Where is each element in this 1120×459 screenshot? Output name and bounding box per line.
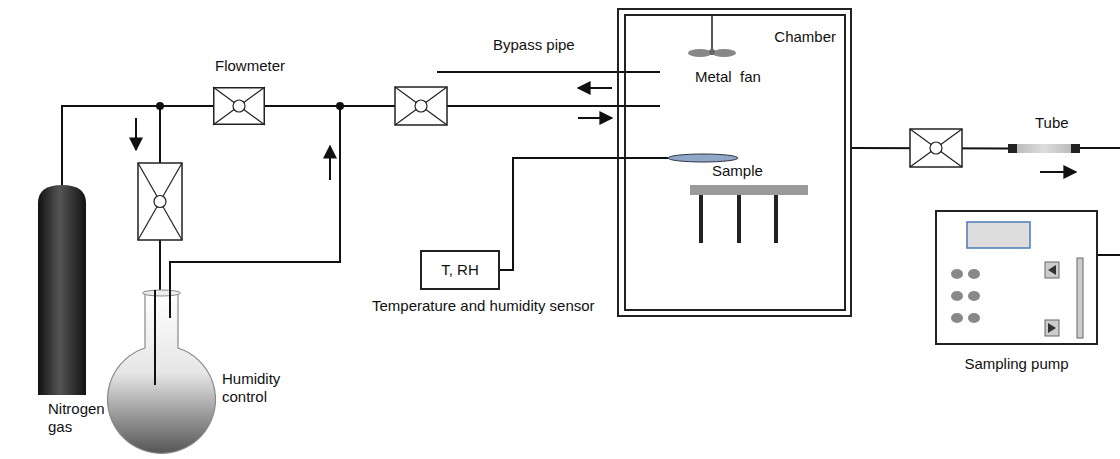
table-leg [699,195,703,243]
outlet-pipe [1080,147,1120,149]
fan-blade [688,49,712,57]
flow-arrow [578,87,612,89]
junction-dot [336,102,344,110]
node-label: T, RH [422,261,498,279]
fan-shaft [711,16,713,52]
flowmeter-symbol [138,163,182,240]
flow-arrow [1040,171,1076,173]
part-label: Sample [712,162,763,180]
flow-arrow [329,146,331,180]
node-label: Tube [1035,114,1069,132]
node-label: Humidity control [222,370,302,406]
fan-blade [712,49,736,57]
flowmeter-symbol [395,87,447,125]
node-caption: Temperature and humidity sensor [372,297,595,315]
sampling-tube: Tube [1008,144,1080,153]
node-label: Nitrogen gas [48,400,114,436]
pipe-connector [500,158,617,270]
flowmeter-symbol-shape [213,87,265,125]
sensor-wire [617,157,668,159]
node-label: Flowmeter [215,57,285,75]
flowmeter-symbol: Flowmeter [213,87,265,125]
flowmeter-symbol [910,129,962,167]
gas-cylinder: Nitrogen gas [38,185,86,395]
junction-dot [156,102,164,110]
sensor-probe [668,154,738,162]
sampling-pump: Sampling pump [935,210,1098,345]
table-leg [737,195,741,243]
part-label: Metal fan [695,68,761,86]
humidity-flask: Humidity control [105,290,215,450]
sample-plate [690,185,808,195]
table-leg [774,195,778,243]
pump-hose [1098,254,1120,256]
chamber-inner-wall [625,15,845,310]
pipe-connector [170,106,617,290]
inlet-pipe [617,105,660,107]
flow-arrow [578,117,612,119]
pipe-label: Bypass pipe [493,36,575,54]
gas-cylinder-shape [38,185,86,395]
fan-hub [709,49,715,55]
flow-arrow [135,118,137,150]
sampling-pump-shape [937,212,1100,347]
bypass-pipe [437,71,660,73]
node-label: Chamber [774,28,836,46]
node-label: Sampling pump [937,355,1096,373]
humidity-flask-shape [105,290,215,450]
sensor-box: T, RHTemperature and humidity sensor [420,250,500,290]
